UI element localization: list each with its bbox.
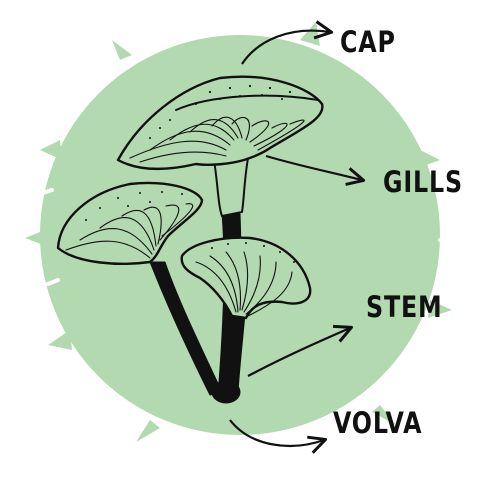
cap-label: CAP [340,25,396,59]
stem-arrow [247,324,353,377]
stem-label: STEM [366,290,443,324]
gills-arrow [265,154,366,186]
volva-arrow [229,419,328,454]
cap-arrow [241,20,334,65]
volva-label: VOLVA [333,406,423,440]
mushroom-cluster-icon [56,75,324,404]
gills-label: GILLS [383,165,463,199]
